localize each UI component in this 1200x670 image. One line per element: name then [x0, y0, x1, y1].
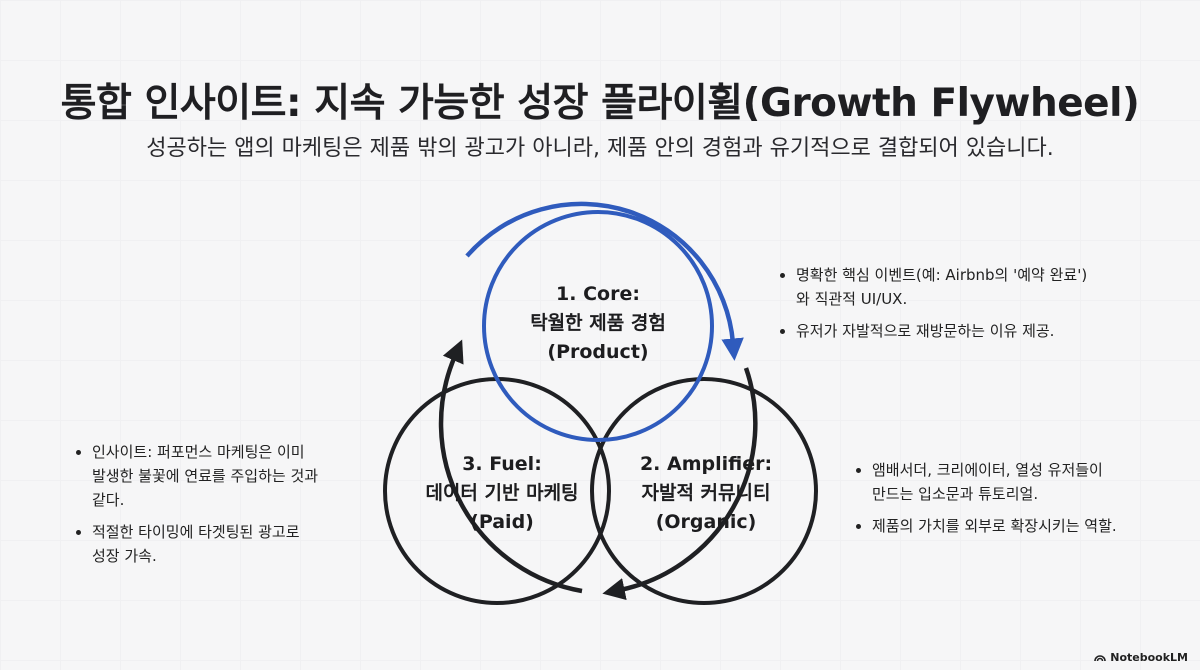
fuel-notes: 인사이트: 퍼포먼스 마케팅은 이미 발생한 불꽃에 연료를 주입하는 것과 같… — [74, 440, 374, 576]
fuel-note-2: 적절한 타이밍에 타겟팅된 광고로 성장 가속. — [74, 520, 374, 568]
core-to-amplifier-arrow — [465, 201, 744, 361]
fuel-label: 3. Fuel: 데이터 기반 마케팅 (Paid) — [425, 453, 579, 533]
fuel-to-core-arrow — [438, 339, 583, 594]
notebooklm-logo-icon — [1094, 655, 1107, 662]
core-label: 1. Core: 탁월한 제품 경험 (Product) — [530, 283, 666, 363]
amplifier-note-2: 제품의 가치를 외부로 확장시키는 역할. — [854, 514, 1174, 538]
amplifier-note-1: 앰배서더, 크리에이터, 열성 유저들이 만드는 입소문과 튜토리얼. — [854, 458, 1174, 506]
fuel-note-1: 인사이트: 퍼포먼스 마케팅은 이미 발생한 불꽃에 연료를 주입하는 것과 같… — [74, 440, 374, 512]
core-note-1: 명확한 핵심 이벤트(예: Airbnb의 '예약 완료') 와 직관적 UI/… — [778, 263, 1178, 311]
amplifier-notes: 앰배서더, 크리에이터, 열성 유저들이 만드는 입소문과 튜토리얼. 제품의 … — [854, 458, 1174, 546]
amplifier-label: 2. Amplifier: 자발적 커뮤니티 (Organic) — [639, 453, 773, 533]
amplifier-to-fuel-arrow — [602, 367, 758, 601]
amplifier-circle — [590, 377, 818, 605]
core-notes: 명확한 핵심 이벤트(예: Airbnb의 '예약 완료') 와 직관적 UI/… — [778, 263, 1178, 351]
brand-watermark: NotebookLM — [1094, 651, 1188, 664]
core-circle — [482, 210, 714, 442]
page-title: 통합 인사이트: 지속 가능한 성장 플라이휠(Growth Flywheel) — [60, 81, 1140, 126]
brand-label: NotebookLM — [1110, 651, 1188, 664]
page-subtitle: 성공하는 앱의 마케팅은 제품 밖의 광고가 아니라, 제품 안의 경험과 유기… — [146, 136, 1054, 161]
core-note-2: 유저가 자발적으로 재방문하는 이유 제공. — [778, 319, 1178, 343]
